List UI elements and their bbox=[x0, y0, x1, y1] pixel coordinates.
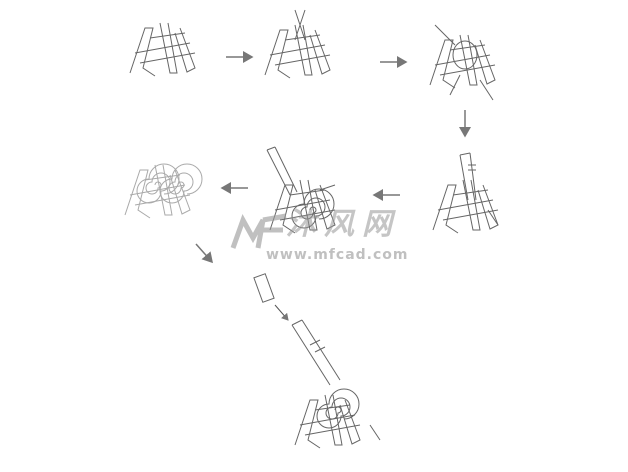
step-6-drawing bbox=[124, 163, 203, 219]
step-5-drawing bbox=[266, 146, 336, 234]
step-4-drawing bbox=[432, 152, 499, 234]
step-2-drawing bbox=[264, 9, 331, 79]
arrow-step6-to-7 bbox=[195, 243, 213, 264]
step-3-drawing bbox=[429, 24, 496, 101]
step-1-drawing bbox=[129, 22, 196, 77]
step-7-drawing bbox=[253, 273, 381, 449]
